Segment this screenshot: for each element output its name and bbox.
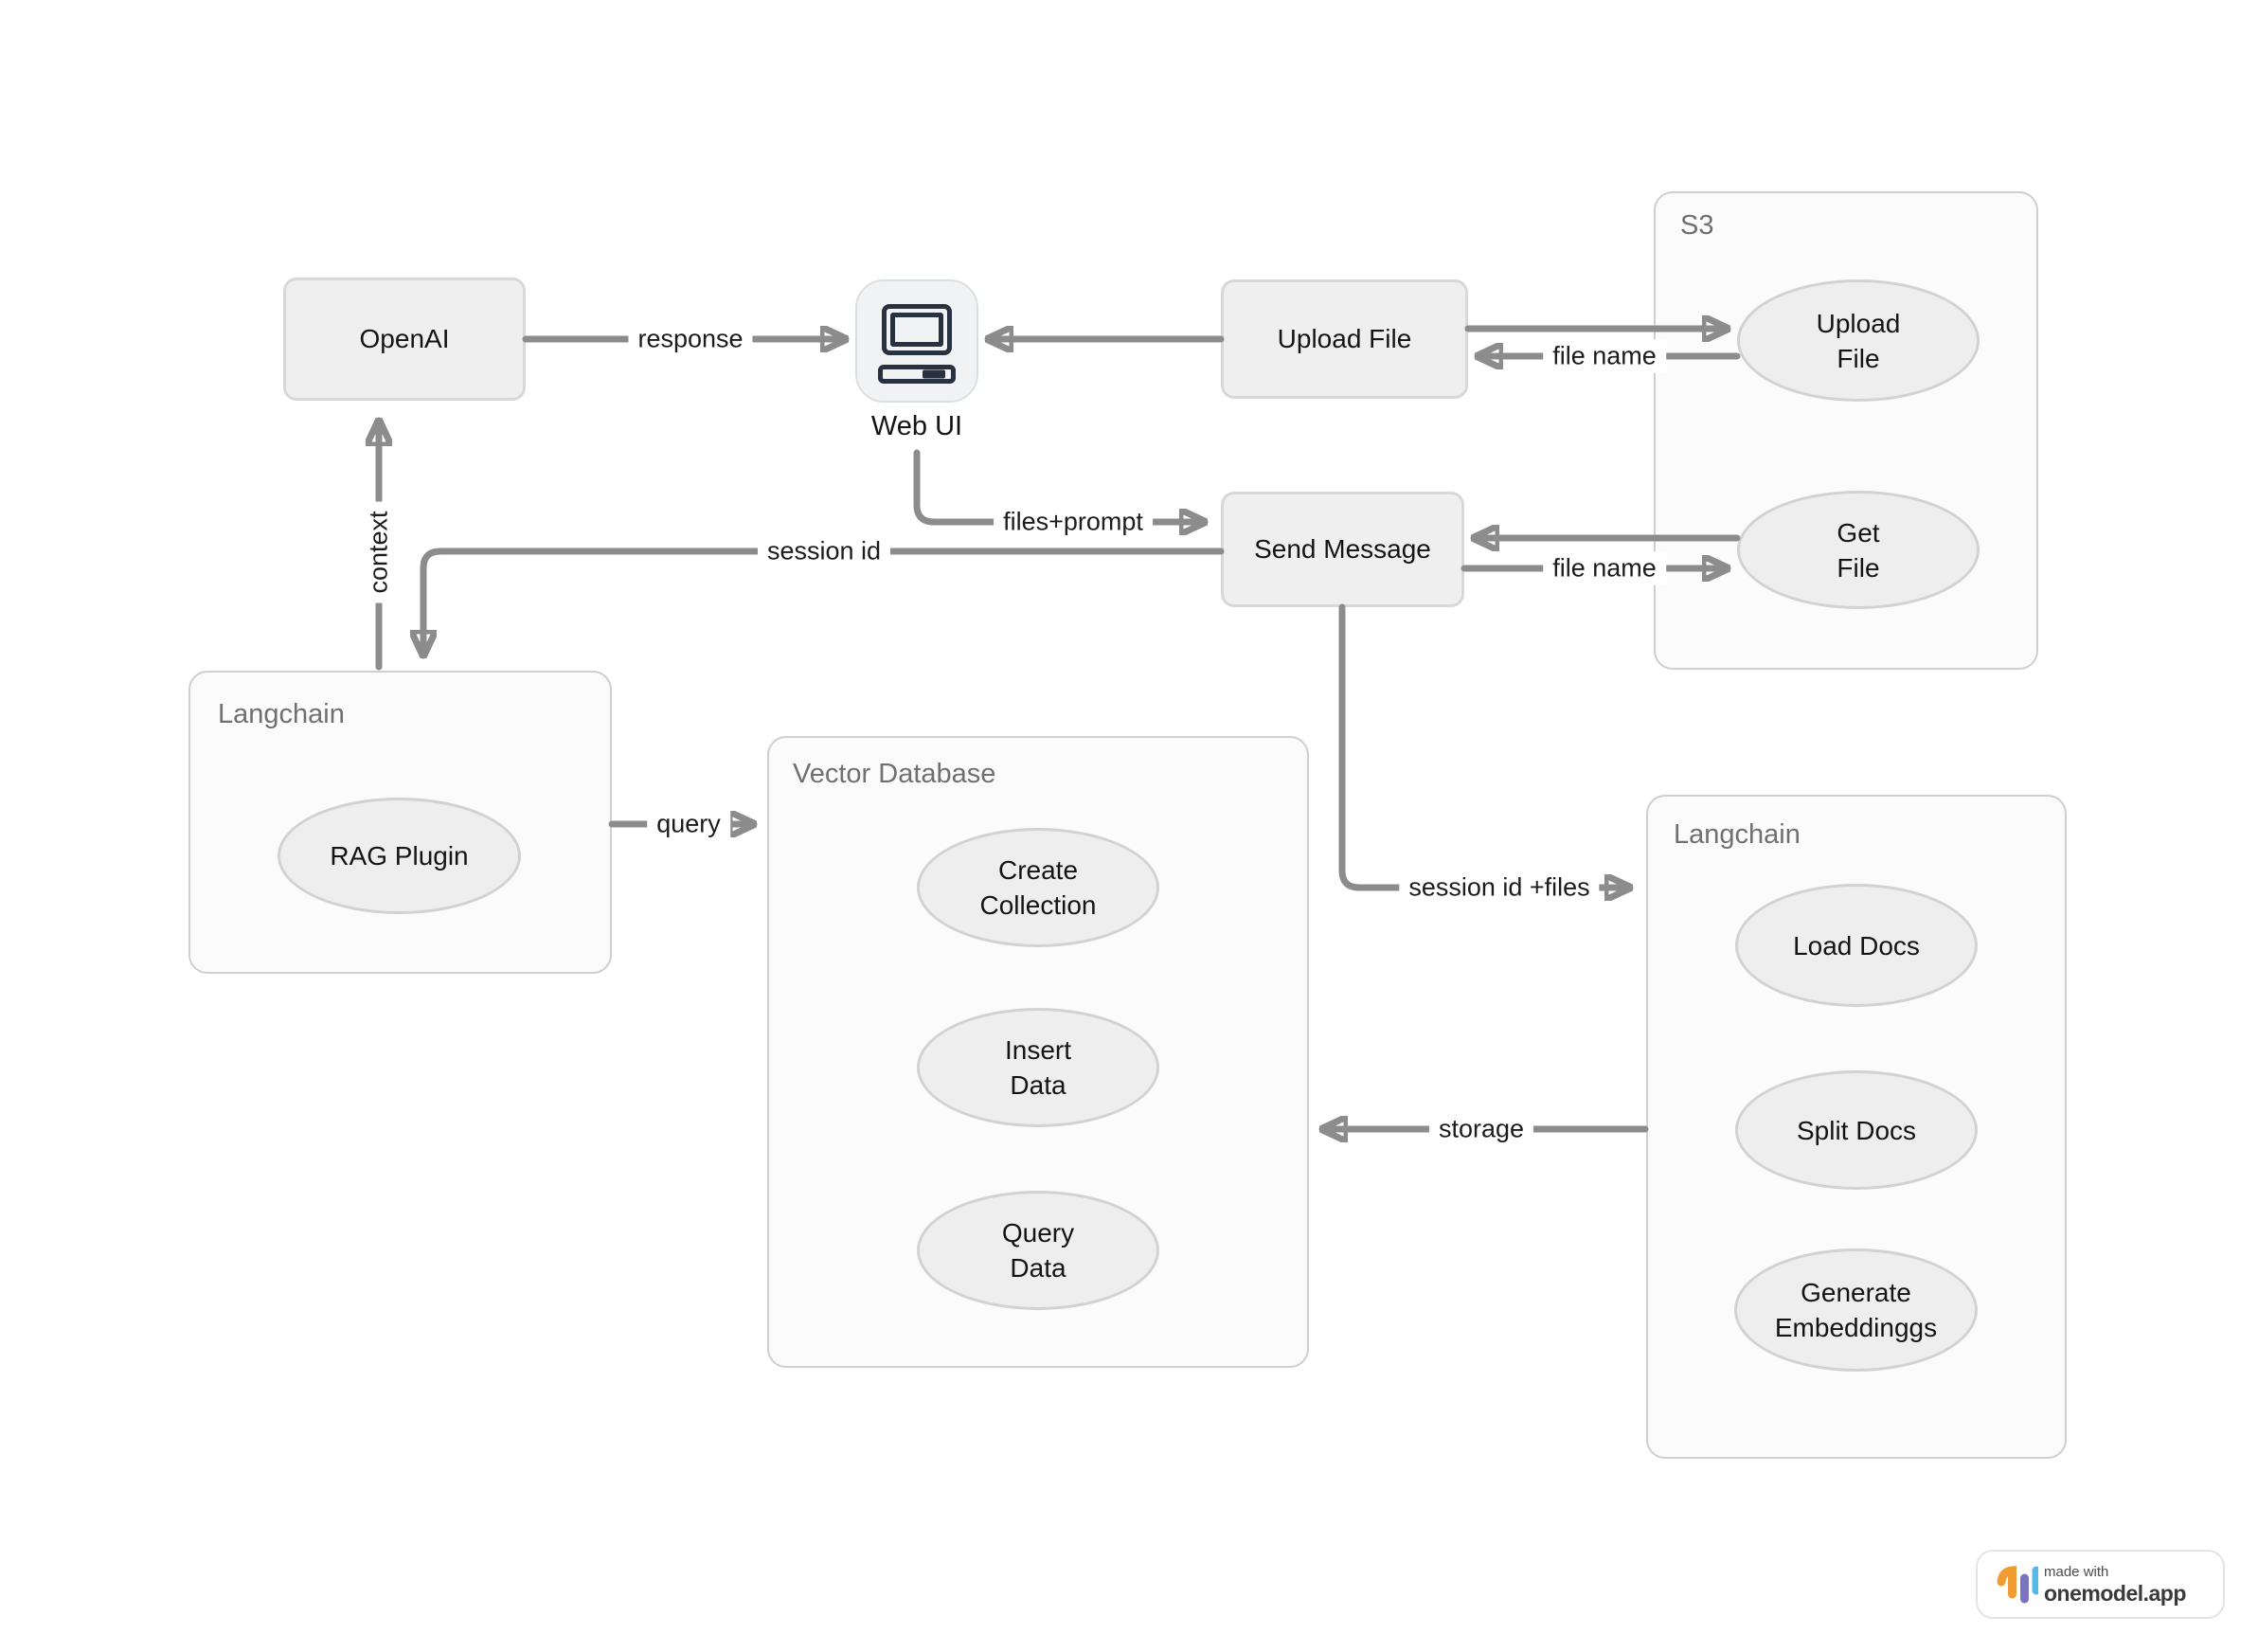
node-upload-file[interactable]: Upload File <box>1221 279 1468 399</box>
edge-label-query: query <box>647 807 730 841</box>
op-query-data[interactable]: Query Data <box>917 1191 1159 1310</box>
computer-base-notch-icon <box>923 369 945 379</box>
edge-label-files-prompt: files+prompt <box>994 505 1153 539</box>
badge-onemodel-link[interactable]: onemodel.app <box>2044 1580 2186 1606</box>
node-send-message[interactable]: Send Message <box>1221 492 1464 607</box>
op-query-data-label: Query Data <box>1001 1218 1075 1283</box>
edge-label-response: response <box>628 322 753 356</box>
node-send-message-label: Send Message <box>1254 534 1431 564</box>
op-s3-upload-file-label: Upload File <box>1816 308 1901 373</box>
edge-label-session-id-files: session id +files <box>1399 871 1600 905</box>
op-generate-embeddings-label: Generate Embeddinggs <box>1774 1278 1938 1342</box>
op-s3-upload-file[interactable]: Upload File <box>1737 279 1980 402</box>
edge-session-id-files-arrow <box>1338 603 1634 888</box>
op-create-collection[interactable]: Create Collection <box>917 828 1159 947</box>
node-web-ui[interactable] <box>855 279 978 403</box>
op-s3-get-file[interactable]: Get File <box>1737 491 1980 609</box>
computer-base-icon <box>878 365 956 384</box>
op-split-docs-label: Split Docs <box>1796 1115 1917 1145</box>
op-insert-data[interactable]: Insert Data <box>917 1008 1159 1127</box>
monitor-screen-icon <box>890 313 943 347</box>
node-upload-file-label: Upload File <box>1277 324 1412 353</box>
op-load-docs[interactable]: Load Docs <box>1735 884 1978 1007</box>
op-rag-plugin-label: RAG Plugin <box>330 841 469 871</box>
node-openai-label: OpenAI <box>359 324 450 353</box>
onemodel-badge[interactable]: made with onemodel.app <box>1976 1550 2225 1619</box>
op-load-docs-label: Load Docs <box>1793 930 1920 961</box>
edge-label-file-name-top: file name <box>1543 339 1666 373</box>
edge-label-storage: storage <box>1428 1112 1534 1146</box>
op-rag-plugin[interactable]: RAG Plugin <box>278 798 521 914</box>
node-web-ui-label: Web UI <box>870 411 963 441</box>
node-openai[interactable]: OpenAI <box>283 278 526 401</box>
onemodel-logo-icon <box>1997 1565 2038 1603</box>
op-split-docs[interactable]: Split Docs <box>1735 1070 1978 1190</box>
edge-label-file-name-bottom: file name <box>1543 551 1666 585</box>
container-langchain-right-label: Langchain <box>1674 819 1801 850</box>
op-insert-data-label: Insert Data <box>1004 1035 1072 1100</box>
container-langchain-left-label: Langchain <box>218 699 345 729</box>
op-s3-get-file-label: Get File <box>1837 517 1880 583</box>
container-vector-database-label: Vector Database <box>793 759 996 789</box>
edge-label-context: context <box>362 501 396 603</box>
op-generate-embeddings[interactable]: Generate Embeddinggs <box>1734 1248 1978 1372</box>
container-s3-label: S3 <box>1680 210 1714 241</box>
computer-monitor-icon <box>882 304 952 355</box>
badge-made-with-label: made with <box>2044 1563 2109 1580</box>
edge-label-session-id: session id <box>757 534 891 568</box>
op-create-collection-label: Create Collection <box>979 855 1097 920</box>
